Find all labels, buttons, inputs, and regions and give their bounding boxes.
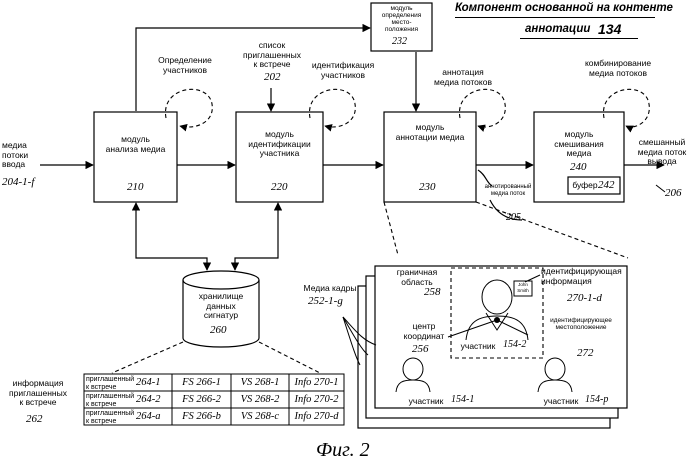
location-module-ref: 232 bbox=[392, 36, 407, 47]
invited-list-label: список приглашенных к встрече bbox=[237, 41, 307, 70]
invite-info-label: информация приглашенных к встрече bbox=[2, 379, 74, 408]
ident-info-ref: 270-1-d bbox=[567, 292, 602, 304]
mixed-out-label: смешанный медиа поток вывода bbox=[626, 138, 698, 167]
mixing-module-label: модуль смешивания медиа bbox=[534, 130, 624, 159]
loop-ident bbox=[309, 89, 355, 127]
table-row-3-fs: FS 266-b bbox=[172, 411, 231, 422]
table-row-2-invitee: приглашенный к встрече bbox=[86, 393, 134, 408]
participant-def-label: Определение участников bbox=[150, 56, 220, 75]
buffer-label: буфер bbox=[572, 181, 598, 191]
table-row-2-id: 264-2 bbox=[136, 394, 161, 405]
component-title-line2: аннотации bbox=[525, 23, 590, 35]
analysis-module-label: модуль анализа медиа bbox=[94, 135, 177, 154]
frames-ref: 252-1-g bbox=[308, 295, 343, 307]
table-row-2-info: Info 270-2 bbox=[289, 394, 344, 405]
mixing-module-ref: 240 bbox=[570, 161, 587, 173]
table-row-2-fs: FS 266-2 bbox=[172, 394, 231, 405]
component-ref: 134 bbox=[598, 21, 621, 37]
loop-mixing bbox=[603, 89, 649, 127]
table-row-1-id: 264-1 bbox=[136, 377, 161, 388]
table-row-1-info: Info 270-1 bbox=[289, 377, 344, 388]
ident-info-label: идентифицирующая информация bbox=[541, 267, 631, 286]
title-underline-2 bbox=[520, 38, 638, 39]
table-row-3-id: 264-a bbox=[136, 411, 161, 422]
participant-1-label: участник bbox=[403, 397, 449, 407]
nametag-text: John Smith bbox=[514, 282, 532, 293]
media-in-ref: 204-1-f bbox=[2, 176, 34, 188]
mixed-out-ref: 206 bbox=[665, 187, 682, 199]
title-underline bbox=[455, 17, 655, 18]
table-row-2-vs: VS 268-2 bbox=[231, 394, 289, 405]
buffer-ref: 242 bbox=[598, 179, 615, 191]
stream-annotation-label: аннотация медиа потоков bbox=[423, 68, 503, 87]
participant-p-label: участник bbox=[538, 397, 584, 407]
invite-info-ref: 262 bbox=[26, 413, 43, 425]
frames-label: Медиа кадры bbox=[298, 284, 362, 294]
participant-main-label: участник bbox=[455, 342, 501, 352]
table-row-1-vs: VS 268-1 bbox=[231, 377, 289, 388]
invited-list-ref: 202 bbox=[264, 71, 281, 83]
ident-loc-label: идентифицирующее местоположение bbox=[535, 317, 627, 331]
location-module-label: модуль определения место- положения bbox=[371, 5, 432, 33]
participant-p-ref: 154-p bbox=[585, 394, 608, 405]
loop-annot bbox=[459, 89, 505, 127]
center-label: центр координат bbox=[400, 322, 448, 341]
table-row-1-invitee: приглашенный к встрече bbox=[86, 376, 134, 391]
media-in-label: медиа потоки ввода bbox=[2, 141, 42, 170]
stream-combining-label: комбинирование медиа потоков bbox=[578, 59, 658, 78]
boundary-ref: 258 bbox=[424, 286, 441, 298]
storage-ref: 260 bbox=[210, 324, 227, 336]
center-ref: 256 bbox=[412, 343, 429, 355]
loop-analysis bbox=[165, 89, 212, 127]
annot-module-label: модуль аннотации медиа bbox=[384, 123, 476, 142]
table-row-3-invitee: приглашенный к встрече bbox=[86, 410, 134, 425]
table-row-3-vs: VS 268-c bbox=[231, 411, 289, 422]
annotated-stream-label: аннотированный медиа поток bbox=[478, 184, 538, 198]
ident-module-label: модуль идентификации участника bbox=[236, 130, 323, 159]
participant-1-ref: 154-1 bbox=[451, 394, 474, 405]
component-title: Компонент основанной на контенте bbox=[455, 2, 673, 14]
table-row-1-fs: FS 266-1 bbox=[172, 377, 231, 388]
ident-module-ref: 220 bbox=[271, 181, 288, 193]
annotated-stream-ref: 205 bbox=[506, 212, 521, 223]
storage-label: хранилище данных сигнатур bbox=[183, 292, 259, 321]
coordinate-center-dot bbox=[494, 317, 500, 323]
frame-ref: 272 bbox=[577, 347, 594, 359]
boundary-label: граничная область bbox=[388, 268, 446, 287]
table-row-3-info: Info 270-d bbox=[289, 411, 344, 422]
annot-module-ref: 230 bbox=[419, 181, 436, 193]
figure-caption: Фиг. 2 bbox=[316, 439, 370, 462]
participant-main-ref: 154-2 bbox=[503, 339, 526, 350]
analysis-module-ref: 210 bbox=[127, 181, 144, 193]
participant-id-label: идентификация участников bbox=[303, 61, 383, 80]
